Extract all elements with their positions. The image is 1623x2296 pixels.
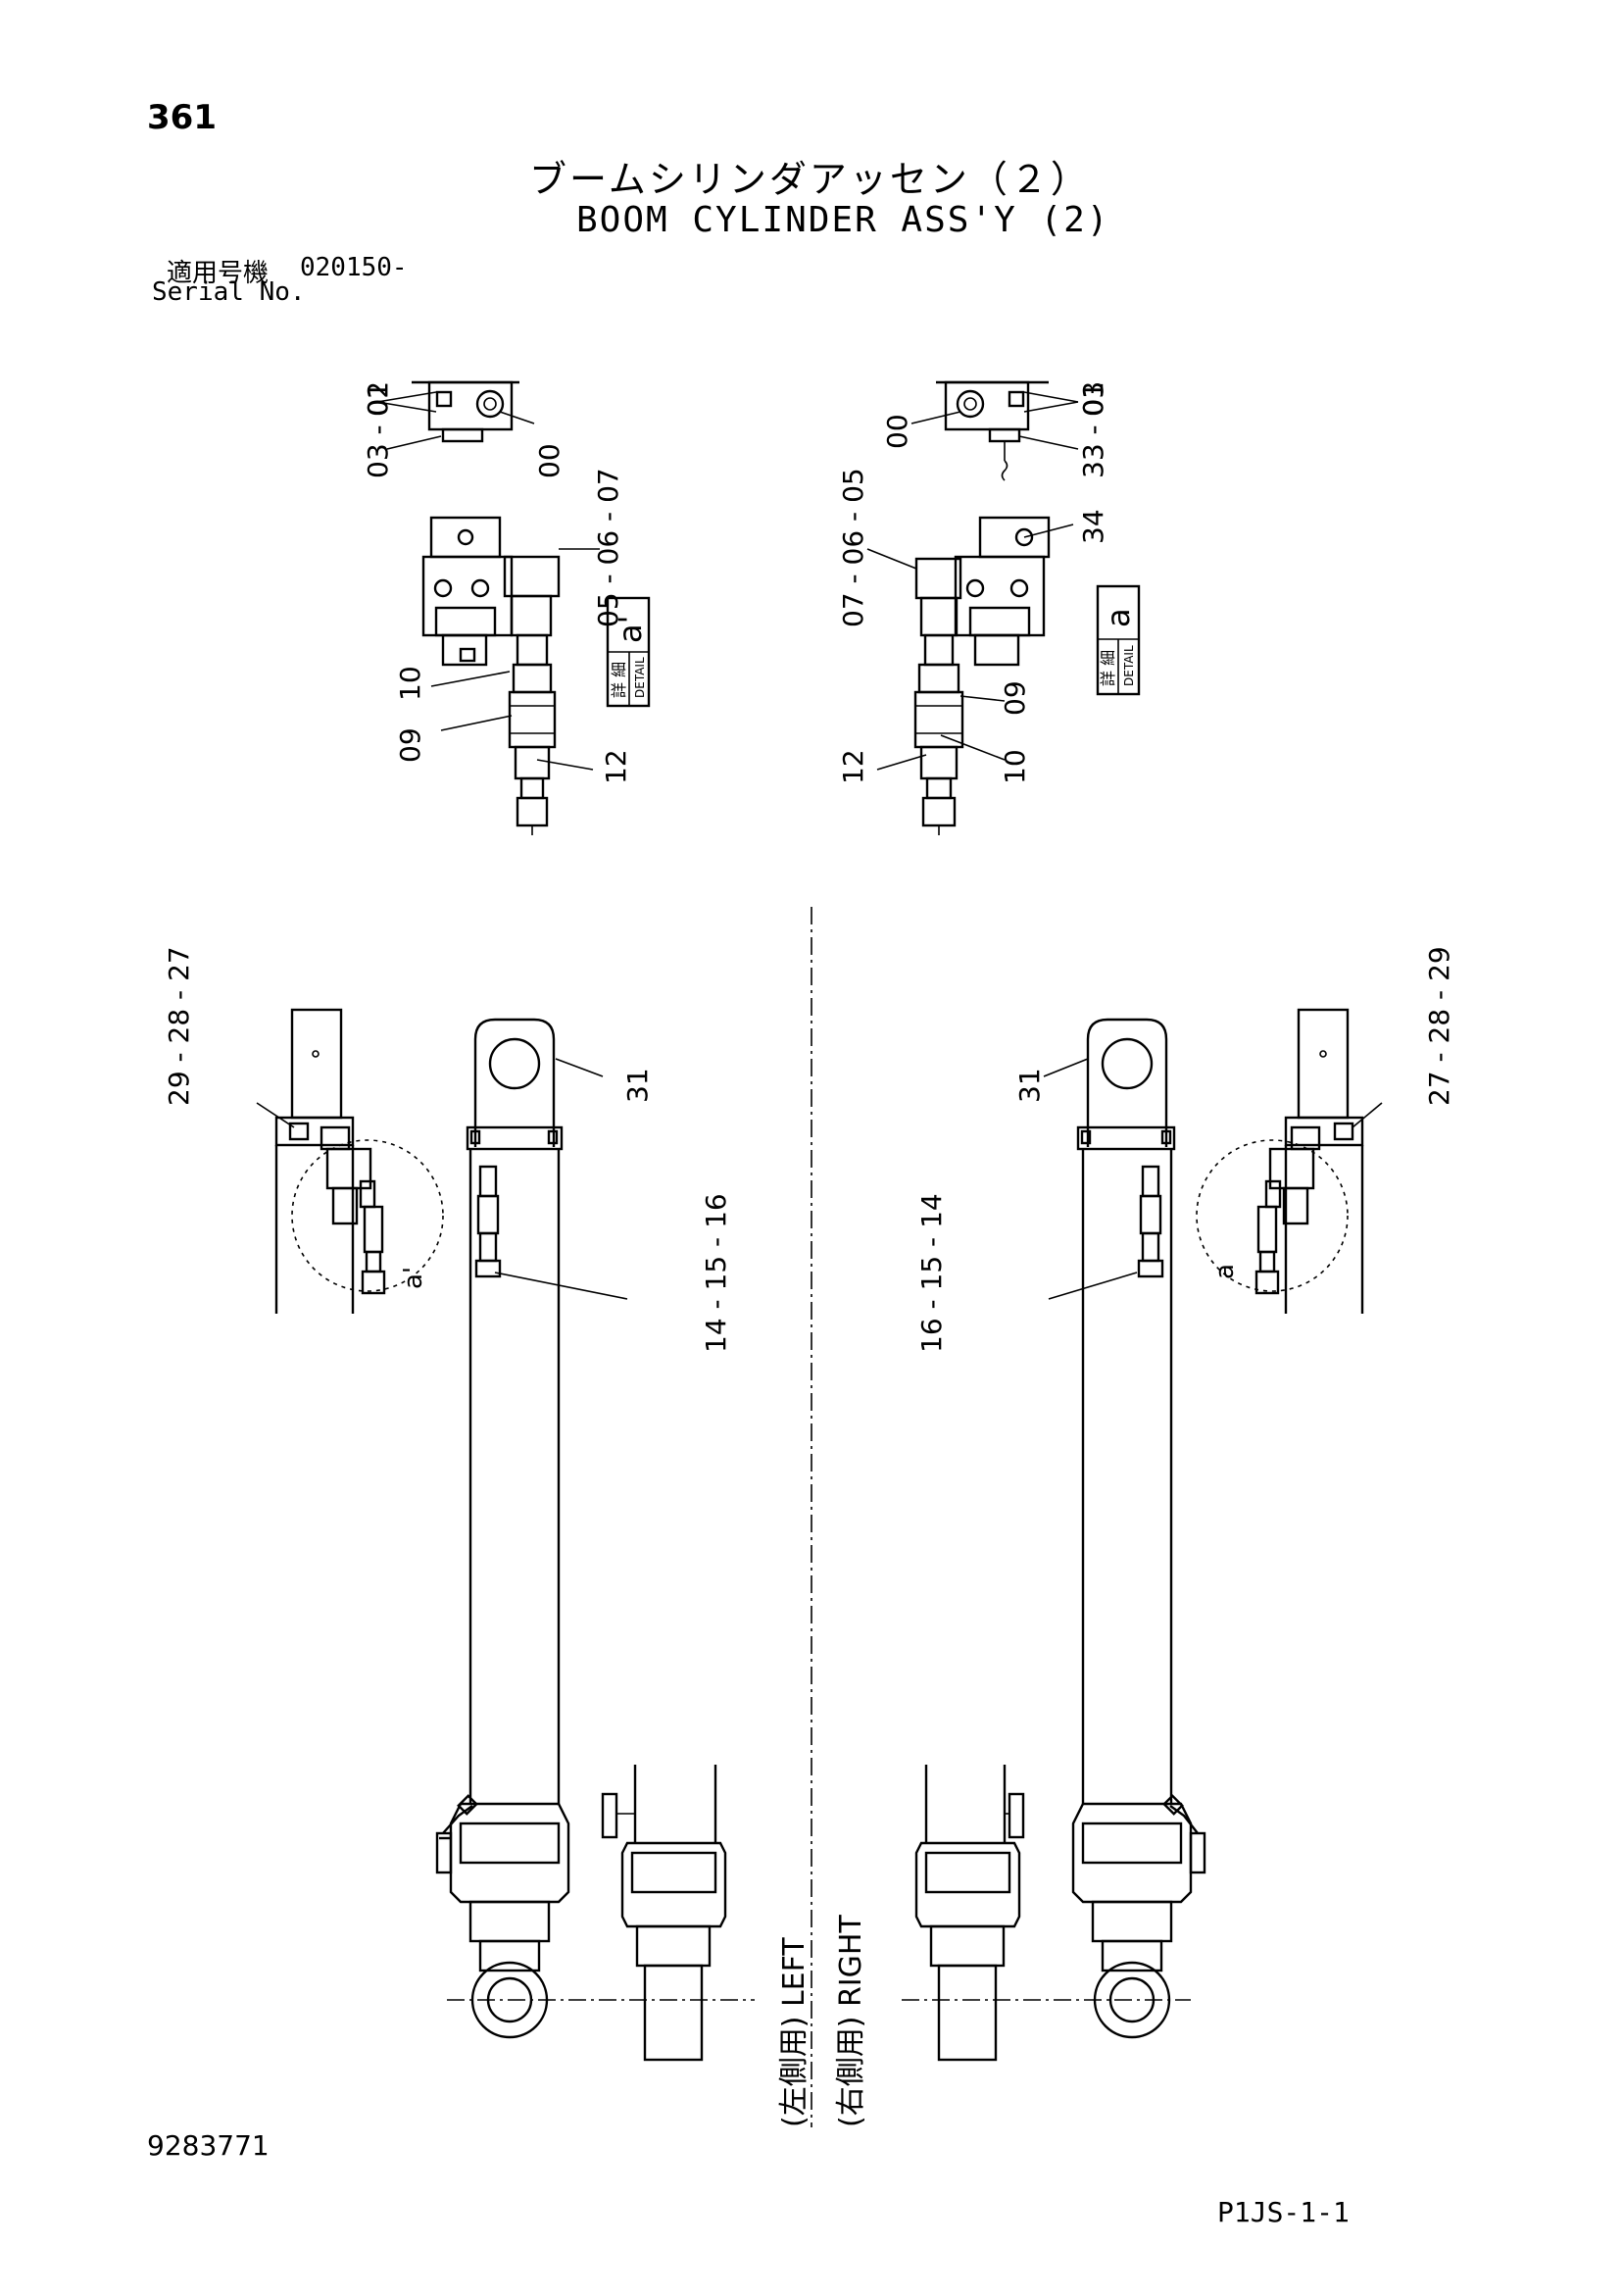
detail-tag-right-jp: 詳 細 bbox=[1099, 650, 1117, 686]
page-title-en: BOOM CYLINDER ASS'Y (2) bbox=[576, 200, 1110, 240]
callout-detail-left-09: 09 bbox=[394, 727, 426, 763]
document-number: 9283771 bbox=[147, 2129, 270, 2162]
side-label-left: (左側用) LEFT bbox=[777, 1937, 812, 2127]
right-cylinder-main bbox=[902, 1018, 1206, 2039]
callout-top-right-01: 01 bbox=[1077, 381, 1109, 417]
callout-top-left-01: 01 bbox=[362, 381, 394, 417]
callout-left-14-15-16: 14 - 15 - 16 bbox=[700, 1193, 732, 1353]
callout-detail-left-12: 12 bbox=[600, 749, 632, 784]
callout-top-right-33-03: 33 - 03 bbox=[1077, 381, 1109, 478]
serial-label-en: Serial No. bbox=[152, 277, 306, 307]
callout-detail-right-12: 12 bbox=[837, 749, 869, 784]
right-bracket bbox=[1196, 1008, 1383, 1314]
detail-tag-right-en: DETAIL bbox=[1122, 645, 1136, 686]
circle-label-left: a' bbox=[399, 1267, 428, 1289]
detail-left-valve-assembly bbox=[421, 516, 600, 835]
top-left-valve bbox=[376, 380, 535, 450]
left-cylinder-main bbox=[435, 1018, 755, 2039]
top-right-valve bbox=[910, 380, 1079, 481]
detail-tag-left: a' 詳 細 DETAIL bbox=[606, 596, 651, 708]
callout-detail-right-10: 10 bbox=[999, 749, 1031, 784]
detail-tag-right-letter: a bbox=[1100, 608, 1137, 627]
callout-detail-right-09: 09 bbox=[999, 680, 1031, 716]
callout-right-27-28-29: 27 - 28 - 29 bbox=[1423, 946, 1455, 1106]
page-number: 361 bbox=[147, 98, 217, 137]
detail-right-valve-assembly bbox=[866, 516, 1074, 835]
callout-left-29-28-27: 29 - 28 - 27 bbox=[163, 946, 195, 1106]
callout-top-left-00: 00 bbox=[533, 443, 566, 478]
detail-tag-left-letter: a' bbox=[612, 616, 649, 643]
detail-tag-right: a 詳 細 DETAIL bbox=[1096, 584, 1141, 696]
circle-label-right: a bbox=[1210, 1264, 1240, 1279]
left-cylinder-partial bbox=[601, 1765, 727, 2062]
callout-top-left-03-02: 03 - 02 bbox=[362, 381, 394, 478]
callout-left-31: 31 bbox=[621, 1068, 654, 1103]
serial-label-jp: 適用号機 bbox=[167, 259, 270, 288]
callout-right-16-15-14: 16 - 15 - 14 bbox=[915, 1193, 948, 1353]
callout-detail-right-07-06-05: 07 - 06 - 05 bbox=[837, 468, 869, 627]
serial-value: 020150- bbox=[300, 253, 408, 282]
left-bracket bbox=[256, 1008, 444, 1314]
side-label-right: (右側用) RIGHT bbox=[834, 1915, 868, 2127]
detail-tag-left-jp: 詳 細 bbox=[610, 662, 628, 698]
right-cylinder-partial bbox=[914, 1765, 1025, 2062]
callout-top-right-00: 00 bbox=[881, 414, 913, 449]
page-code: P1JS-1-1 bbox=[1217, 2196, 1350, 2228]
callout-detail-right-34: 34 bbox=[1077, 509, 1109, 544]
callout-detail-left-10: 10 bbox=[394, 666, 426, 701]
detail-tag-left-en: DETAIL bbox=[633, 657, 647, 698]
callout-right-31: 31 bbox=[1013, 1068, 1046, 1103]
page-title-jp: ブームシリンダアッセン（２） bbox=[529, 158, 1091, 201]
